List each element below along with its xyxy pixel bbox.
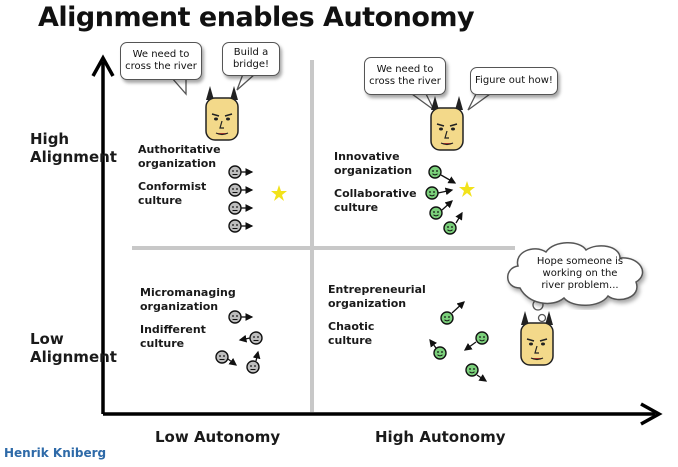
tl-bubble2-tail <box>236 73 257 91</box>
boss-figure-tr <box>430 95 464 151</box>
tr-bubble2-tail <box>467 93 492 111</box>
thought-dot <box>537 313 547 323</box>
tr-bubble-tail <box>410 93 435 111</box>
x-label-low: Low Autonomy <box>155 428 281 446</box>
thought-text: Hope someone is working on the river pro… <box>536 256 624 291</box>
tl-bubble-tail <box>170 77 187 96</box>
goal-star-tl <box>271 185 287 201</box>
boss-figure-br <box>520 310 554 366</box>
x-axis-arrow <box>640 402 663 426</box>
speech-bubble-tr-2: Figure out how! <box>470 67 558 95</box>
y-axis-arrow <box>91 54 115 77</box>
diagram-title: Alignment enables Autonomy <box>38 2 475 33</box>
x-label-high: High Autonomy <box>375 428 506 446</box>
boss-figure-tl <box>205 85 239 141</box>
thought-cloud <box>507 242 644 306</box>
chaotic-team <box>429 301 489 382</box>
indifferent-team <box>215 310 263 374</box>
author-credit: Henrik Kniberg <box>4 446 107 460</box>
goal-star-tr <box>459 181 475 197</box>
collaborative-team <box>425 165 463 235</box>
conformist-team <box>228 165 254 233</box>
